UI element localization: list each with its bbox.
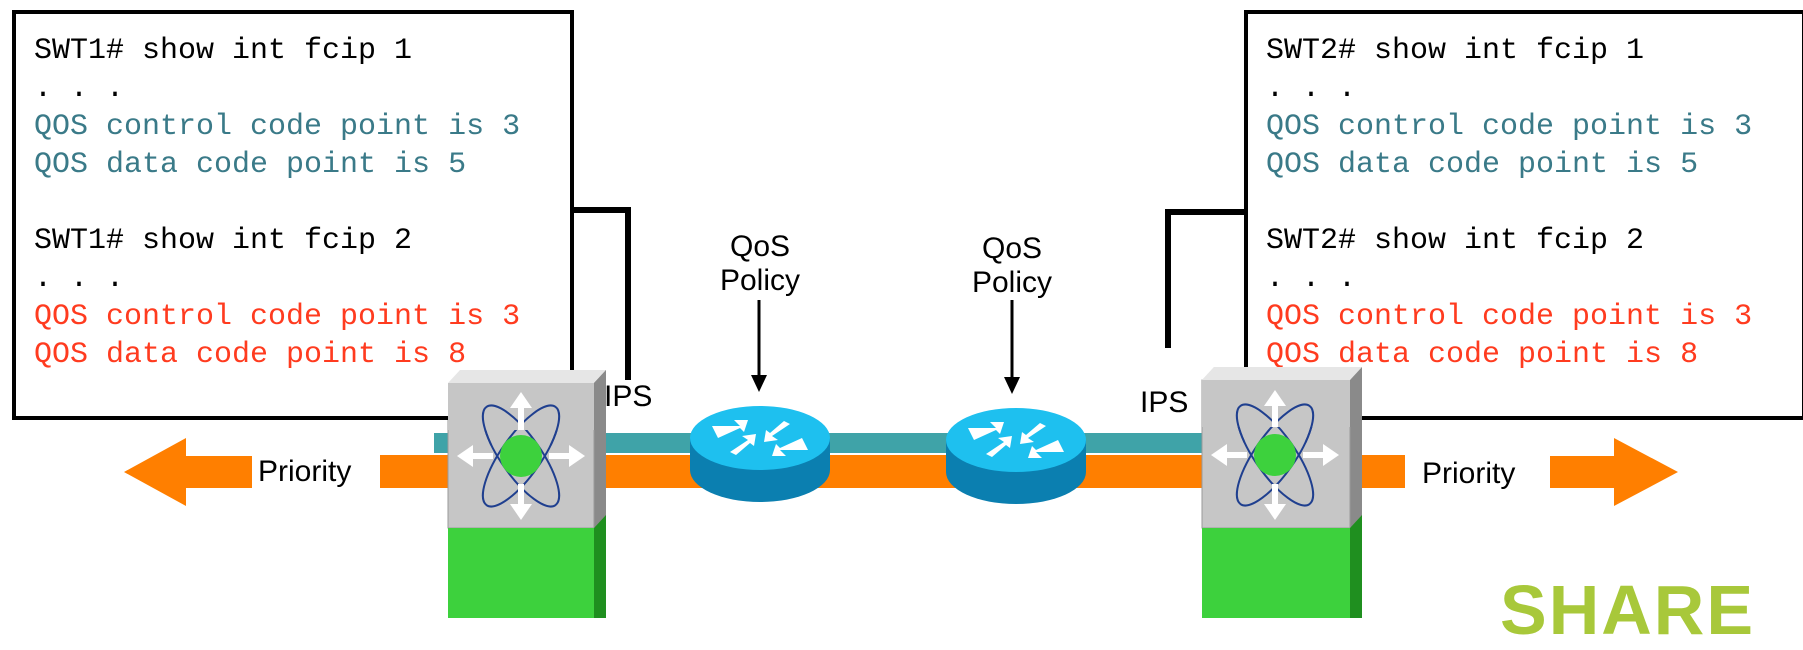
right-terminal-box: SWT2# show int fcip 1 . . . QOS control … bbox=[1244, 10, 1803, 420]
qos-policy-left-label: QoS Policy bbox=[700, 230, 820, 298]
left-callout-line bbox=[560, 207, 631, 380]
left-terminal-box: SWT1# show int fcip 1 . . . QOS control … bbox=[12, 10, 574, 420]
router-icon bbox=[690, 406, 830, 502]
terminal-line: . . . bbox=[34, 262, 125, 296]
terminal-line: SWT1# show int fcip 1 bbox=[34, 34, 413, 68]
terminal-line: QOS control code point is 3 bbox=[34, 300, 521, 334]
terminal-line: QOS data code point is 5 bbox=[1266, 148, 1699, 182]
share-logo: SHARE bbox=[1500, 571, 1756, 649]
terminal-line: . . . bbox=[1266, 262, 1357, 296]
router-icon bbox=[946, 408, 1086, 504]
terminal-line: QOS control code point is 3 bbox=[34, 110, 521, 144]
terminal-line: SWT2# show int fcip 1 bbox=[1266, 34, 1645, 68]
qos-policy-line2: Policy bbox=[719, 264, 801, 297]
terminal-line: QOS data code point is 8 bbox=[34, 338, 467, 372]
terminal-line: . . . bbox=[1266, 72, 1357, 106]
ips-right-label: IPS bbox=[1140, 386, 1189, 419]
terminal-line: SWT1# show int fcip 2 bbox=[34, 224, 413, 258]
ips-left-label: IPS bbox=[604, 380, 653, 413]
qos-policy-right-label: QoS Policy bbox=[952, 232, 1072, 300]
priority-right-label: Priority bbox=[1422, 457, 1516, 490]
right-callout-line bbox=[1165, 209, 1250, 348]
qos-policy-line2: Policy bbox=[971, 266, 1053, 299]
qos-policy-line1: QoS bbox=[729, 230, 791, 263]
terminal-line: QOS control code point is 3 bbox=[1266, 110, 1753, 144]
terminal-line: QOS data code point is 8 bbox=[1266, 338, 1699, 372]
priority-left-label: Priority bbox=[258, 455, 352, 488]
arrow-left-icon bbox=[124, 438, 252, 506]
arrow-right-icon bbox=[1550, 438, 1678, 506]
terminal-line: SWT2# show int fcip 2 bbox=[1266, 224, 1645, 258]
terminal-line: QOS data code point is 5 bbox=[34, 148, 467, 182]
terminal-line: QOS control code point is 3 bbox=[1266, 300, 1753, 334]
qos-policy-line1: QoS bbox=[981, 232, 1043, 265]
terminal-line: . . . bbox=[34, 72, 125, 106]
